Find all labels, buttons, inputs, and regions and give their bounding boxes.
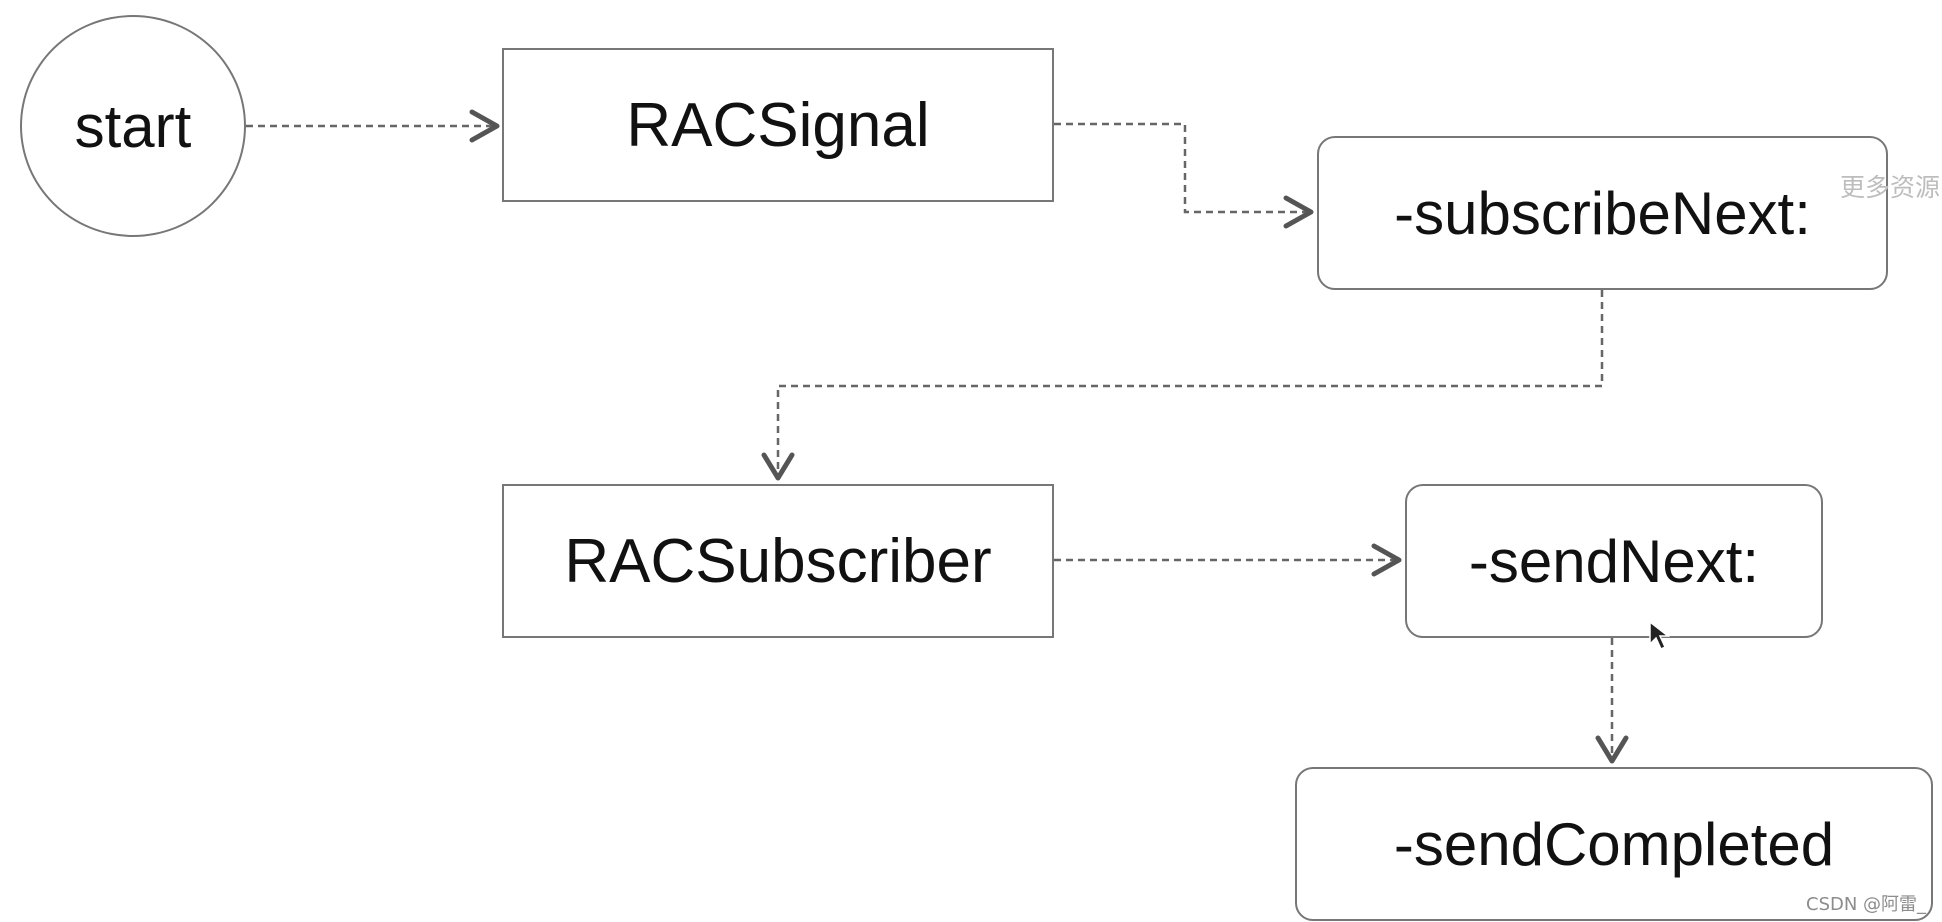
sendnext-node-label: -sendNext: xyxy=(1468,527,1760,595)
racsignal-node: RACSignal xyxy=(502,48,1054,202)
arrowhead-racsignal xyxy=(469,109,500,143)
racsubscriber-node: RACSubscriber xyxy=(502,484,1054,638)
watermark-text-top: 更多资源 xyxy=(1840,173,1941,202)
arrowhead-racsubscriber xyxy=(761,452,795,481)
watermark-text-bottom: CSDN @阿雷_ xyxy=(1806,894,1927,915)
racsignal-node-label: RACSignal xyxy=(626,90,930,160)
subscribenext-node-label: -subscribeNext: xyxy=(1394,179,1811,247)
sendcompleted-node-label: -sendCompleted xyxy=(1393,810,1835,878)
mouse-pointer-icon xyxy=(1649,620,1671,651)
sendcompleted-node: -sendCompleted xyxy=(1295,767,1933,921)
start-node-label: start xyxy=(74,92,192,160)
subscribenext-node: -subscribeNext: xyxy=(1317,136,1888,290)
arrowhead-sendcompleted xyxy=(1595,735,1629,764)
racsubscriber-node-label: RACSubscriber xyxy=(564,526,992,596)
arrowhead-sendnext xyxy=(1371,543,1402,577)
start-node: start xyxy=(20,15,246,237)
arrowhead-subscribenext xyxy=(1283,195,1314,229)
connector-subscribenext-to-racsubscriber xyxy=(776,290,1604,474)
connector-racsignal-to-subscribenext xyxy=(1054,122,1308,214)
sendnext-node: -sendNext: xyxy=(1405,484,1823,638)
